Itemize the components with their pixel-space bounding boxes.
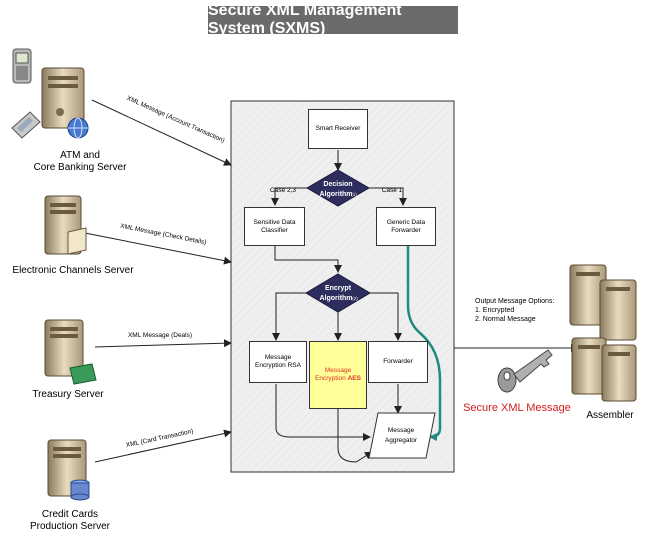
treasury-server-icon: [44, 319, 97, 385]
arrow-account: [91, 99, 232, 166]
credit-cards-server-icon: [47, 439, 90, 501]
flow-line: [274, 246, 342, 273]
mobile-phone-icon: [12, 48, 32, 84]
atm-line2: Core Banking Server: [33, 162, 127, 173]
secure-xml-label: Secure XML Message: [463, 402, 571, 414]
forwarder-box: Forwarder: [368, 341, 428, 383]
generic-line1: Generic Data: [386, 218, 426, 226]
case23-label: Case 2,3: [270, 187, 296, 194]
output-heading: Output Message Options:: [475, 298, 555, 305]
sensitive-line1: Sensitive Data: [253, 218, 296, 226]
assembler-server-icon: [569, 264, 637, 402]
decision-diamond: [306, 169, 370, 207]
atm-label: ATM and Core Banking Server: [20, 150, 140, 174]
aggregator-shape: [368, 412, 436, 459]
encrypt-line2: Algorithm: [319, 295, 352, 302]
msg-account: XML Message (Account Transaction): [126, 95, 226, 145]
flow-line: [369, 292, 402, 341]
globe-icon: [67, 117, 89, 139]
rsa-box: Message Encryption RSA: [249, 341, 307, 383]
forwarder-label: Forwarder: [383, 358, 413, 365]
cards-line1: Credit Cards: [41, 509, 99, 520]
decision-line2: Algorithm: [319, 191, 352, 198]
aggregator-line1: Message: [388, 427, 415, 434]
aes-box: Message Encryption AES: [309, 341, 367, 409]
encrypt-line1: Encrypt: [325, 285, 352, 292]
decision-num: (1): [351, 192, 357, 197]
flow-line: [369, 187, 407, 206]
decision-line1: Decision: [323, 181, 352, 188]
generic-forward-line: [406, 246, 442, 441]
cell-phone-icon: [11, 111, 41, 139]
assembler-label: Assembler: [586, 410, 634, 421]
atm-server-icon: [41, 67, 85, 129]
case1-label: Case 1: [382, 187, 403, 194]
arrow-check: [84, 232, 232, 265]
generic-line2: Forwarder: [391, 226, 421, 234]
aes-bold: AES: [347, 375, 361, 382]
aes-line1: Message: [324, 367, 352, 374]
generic-forwarder-box: Generic Data Forwarder: [376, 207, 436, 246]
rsa-line1: Message: [264, 354, 292, 361]
aggregator-line2: Aggregator: [385, 437, 418, 444]
channels-label: Electronic Channels Server: [12, 265, 134, 276]
cards-line2: Production Server: [29, 521, 111, 532]
arrow-card: [94, 429, 232, 463]
flow-line: [337, 409, 373, 463]
msg-card: XML (Card Transaction): [125, 428, 194, 449]
smart-receiver-box: Smart Receiver: [308, 109, 368, 149]
flow-line: [271, 187, 308, 206]
encrypt-num: (2): [352, 296, 358, 301]
sensitive-classifier-box: Sensitive Data Classifier: [244, 207, 305, 246]
page-title: Secure XML Management System (SXMS): [208, 2, 458, 37]
smart-receiver-label: Smart Receiver: [315, 125, 361, 132]
key-icon: [497, 349, 553, 393]
msg-deals: XML Message (Deals): [128, 332, 192, 339]
output-opt2: 2. Normal Message: [475, 316, 536, 323]
arrow-deals: [94, 339, 232, 348]
atm-line1: ATM and: [60, 150, 100, 161]
aes-line2: Encryption: [315, 375, 346, 382]
sensitive-line2: Classifier: [261, 226, 288, 234]
output-opt1: 1. Encrypted: [475, 307, 515, 314]
cards-label: Credit Cards Production Server: [20, 509, 120, 533]
output-options: Output Message Options: 1. Encrypted 2. …: [475, 297, 554, 324]
rsa-line2: Encryption RSA: [255, 362, 301, 369]
encrypt-diamond: [305, 273, 371, 313]
flow-line: [275, 384, 371, 441]
channels-server-icon: [44, 195, 87, 255]
flow-line: [272, 292, 308, 341]
treasury-label: Treasury Server: [32, 389, 104, 400]
